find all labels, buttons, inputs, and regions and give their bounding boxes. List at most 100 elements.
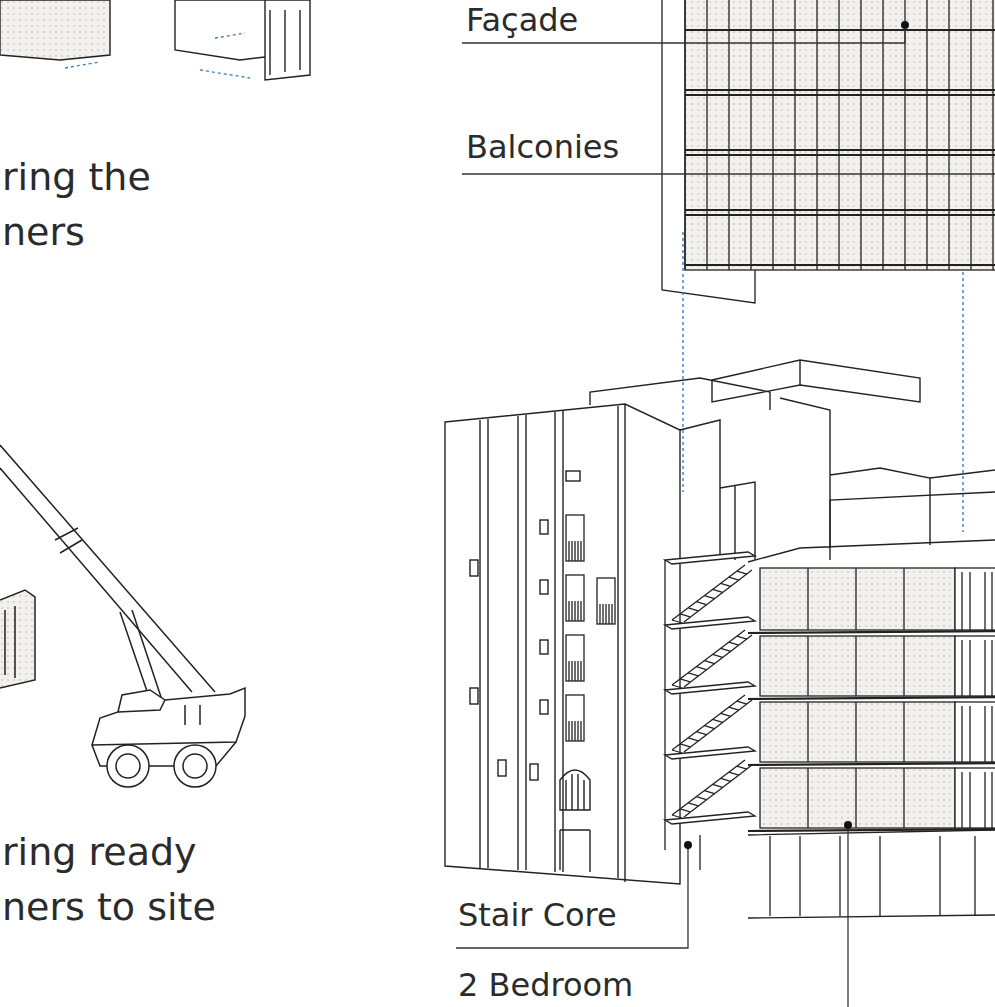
placement-hint <box>682 232 683 492</box>
stair-core <box>688 673 698 676</box>
container-modules <box>969 640 970 696</box>
crane-truck <box>120 610 162 700</box>
container-modules <box>903 568 904 630</box>
building-body <box>624 404 625 882</box>
container-sketch <box>270 10 300 75</box>
balcony-door <box>568 541 569 561</box>
balcony-door <box>605 604 606 624</box>
stair-core <box>696 797 706 800</box>
stair-core <box>713 654 723 657</box>
stair-core <box>721 778 731 781</box>
container-modules <box>760 636 955 696</box>
container-modules <box>748 829 995 831</box>
container-modules <box>799 836 800 916</box>
part-label: Façade <box>466 2 866 39</box>
building-body <box>540 580 548 594</box>
stair-core <box>665 552 755 870</box>
building-body <box>680 420 755 560</box>
container-modules <box>991 640 992 696</box>
stair-core <box>729 642 739 645</box>
stair-core <box>684 700 752 752</box>
container-modules <box>855 768 856 828</box>
building-body <box>445 360 995 884</box>
balcony-door <box>566 635 584 681</box>
container-modules <box>769 836 770 916</box>
container-modules <box>969 706 970 762</box>
stair-core <box>680 679 690 682</box>
stair-core <box>729 577 739 580</box>
building-body <box>712 360 920 402</box>
facade-panel <box>685 214 995 216</box>
container-modules <box>991 772 992 828</box>
facade-panel <box>728 0 729 270</box>
stair-core <box>665 552 755 564</box>
stair-core <box>721 648 731 651</box>
container-modules <box>748 492 995 562</box>
stair-core <box>680 614 690 617</box>
container-sketch <box>175 0 265 60</box>
container-modules <box>879 836 880 916</box>
container-modules <box>748 763 995 765</box>
leader-line <box>456 25 995 1007</box>
placement-hint <box>215 33 245 38</box>
balcony-door <box>580 601 581 621</box>
balcony-door <box>568 661 569 681</box>
container-modules <box>955 702 995 762</box>
container-modules <box>961 772 962 828</box>
container-modules <box>991 572 992 630</box>
crane-truck <box>0 590 35 688</box>
building-body <box>530 764 538 780</box>
step-text: ring ready ners to site <box>2 825 264 935</box>
facade-panel <box>685 94 995 96</box>
stair-core <box>672 620 682 623</box>
balcony-door <box>597 578 615 624</box>
container-modules <box>748 830 995 918</box>
building-body <box>560 830 590 872</box>
stair-core <box>737 701 747 704</box>
balcony-door <box>574 721 575 741</box>
building-body <box>470 688 478 704</box>
leader-dot <box>901 21 909 29</box>
balcony-door <box>571 541 572 561</box>
container-modules <box>955 636 995 696</box>
building-body <box>566 471 580 481</box>
container-modules <box>903 768 904 828</box>
building-body <box>799 360 800 385</box>
stair-core <box>672 630 745 685</box>
stair-core <box>665 617 755 629</box>
facade-panel <box>750 0 751 270</box>
stair-core <box>672 760 745 815</box>
stair-core <box>684 570 752 622</box>
container-modules <box>984 572 985 630</box>
part-label: Balconies <box>466 129 866 166</box>
container-modules <box>961 706 962 762</box>
container-modules <box>748 492 995 918</box>
balcony-door <box>602 604 603 624</box>
facade-panel <box>685 89 995 91</box>
container-modules <box>903 702 904 762</box>
facade-panel <box>816 0 817 270</box>
part-label: Stair Core <box>458 897 678 934</box>
container-modules <box>955 768 995 828</box>
building-body <box>470 560 478 576</box>
building-body <box>555 411 563 872</box>
crane-truck <box>0 445 215 692</box>
container-modules <box>760 568 955 630</box>
stair-core <box>680 744 690 747</box>
balcony-door <box>574 661 575 681</box>
facade-panel <box>685 29 995 31</box>
stair-core <box>729 772 739 775</box>
crane-truck <box>174 745 216 787</box>
facade-panel <box>948 0 949 270</box>
facade-panel <box>662 0 995 303</box>
facade-panel <box>992 0 993 270</box>
container-modules <box>855 636 856 696</box>
container-sketch <box>0 0 310 80</box>
leader-line <box>456 846 688 948</box>
building-body <box>498 760 506 776</box>
facade-panel <box>685 154 995 156</box>
container-modules <box>807 702 808 762</box>
stair-core <box>713 719 723 722</box>
crane-truck <box>55 528 82 553</box>
stair-core <box>684 765 752 817</box>
